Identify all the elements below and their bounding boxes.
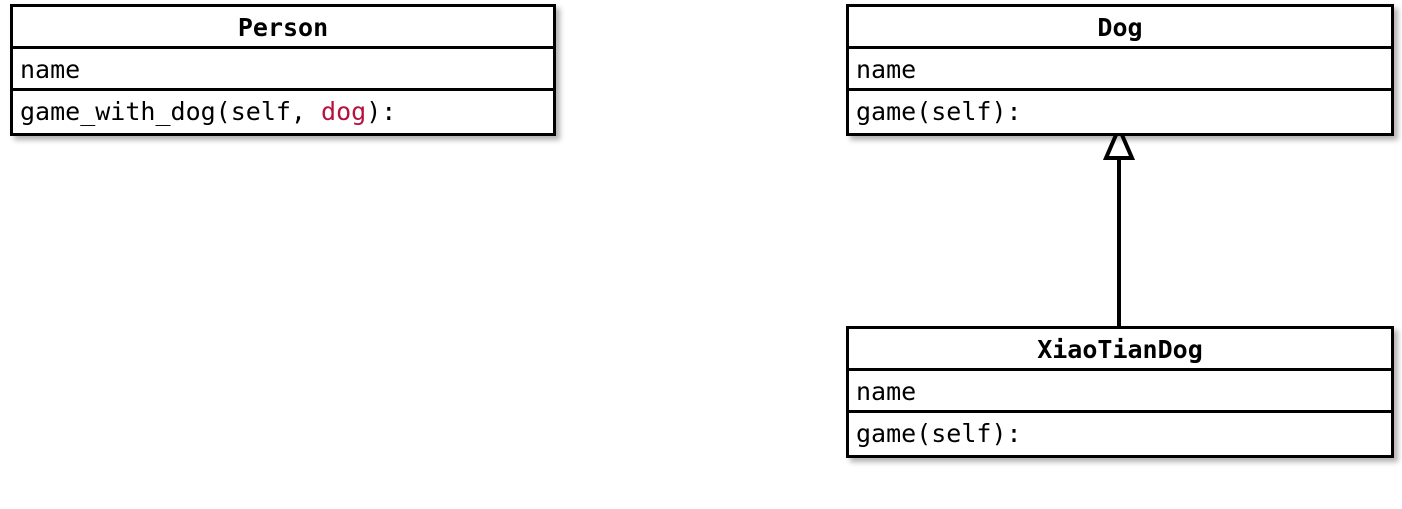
uml-class-person-method-game-with-dog: game_with_dog(self, dog):: [13, 91, 553, 133]
method-signature-prefix: game_with_dog(self,: [20, 97, 322, 126]
uml-class-dog-method-game: game(self):: [856, 97, 1022, 126]
method-signature-suffix: ):: [366, 97, 397, 126]
uml-class-xiaotiandog-title: XiaoTianDog: [849, 329, 1391, 371]
uml-class-person-attribute-name: name: [13, 49, 553, 91]
method-parameter-dog: dog: [321, 97, 367, 126]
uml-class-dog[interactable]: Dog name game(self):: [846, 4, 1394, 136]
uml-class-dog-title: Dog: [849, 7, 1391, 49]
uml-class-xiaotiandog-method-game: game(self):: [856, 419, 1022, 448]
uml-class-xiaotiandog[interactable]: XiaoTianDog name game(self):: [846, 326, 1394, 458]
uml-class-person[interactable]: Person name game_with_dog(self, dog):: [10, 4, 556, 136]
uml-class-dog-attribute-name: name: [849, 49, 1391, 91]
uml-class-person-title: Person: [13, 7, 553, 49]
uml-class-xiaotiandog-attribute-name: name: [849, 371, 1391, 413]
